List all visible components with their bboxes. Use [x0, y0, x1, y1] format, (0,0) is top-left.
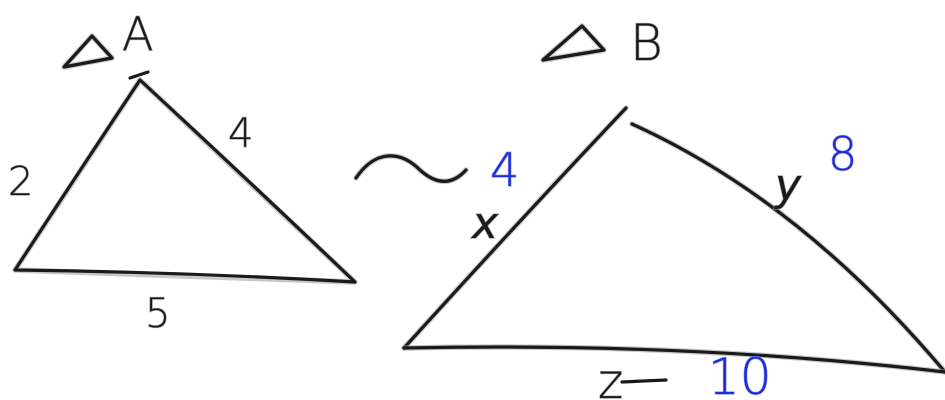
triangle-b-var-y: y	[773, 160, 802, 211]
triangle-b-var-z: z	[598, 354, 623, 400]
triangle-a-side-right: 4	[228, 111, 253, 157]
triangle-b-side-left	[402, 106, 628, 350]
triangle-b-var-x: x	[470, 198, 499, 249]
triangle-b-value-bottom: 10	[708, 348, 772, 400]
triangle-b-value-left: 4	[490, 143, 519, 197]
similarity-symbol	[353, 153, 469, 184]
triangle-b-side-right	[630, 122, 945, 374]
triangle-a-side-bottom: 5	[145, 291, 170, 337]
triangle-b-side-bottom	[402, 345, 945, 374]
triangle-b-label: B	[630, 14, 663, 72]
triangle-b: B x y z 4 8 10	[401, 13, 945, 400]
triangle-b-value-right: 8	[828, 127, 857, 181]
triangle-symbol-a-icon	[62, 34, 114, 69]
triangle-a-outline	[13, 78, 357, 284]
triangle-a-label: A	[122, 7, 153, 61]
triangle-a: A 2 4 5	[7, 6, 358, 338]
similar-to-icon	[354, 154, 468, 183]
triangle-a-side-left: 2	[8, 159, 33, 205]
triangle-symbol-b-icon	[541, 24, 606, 62]
